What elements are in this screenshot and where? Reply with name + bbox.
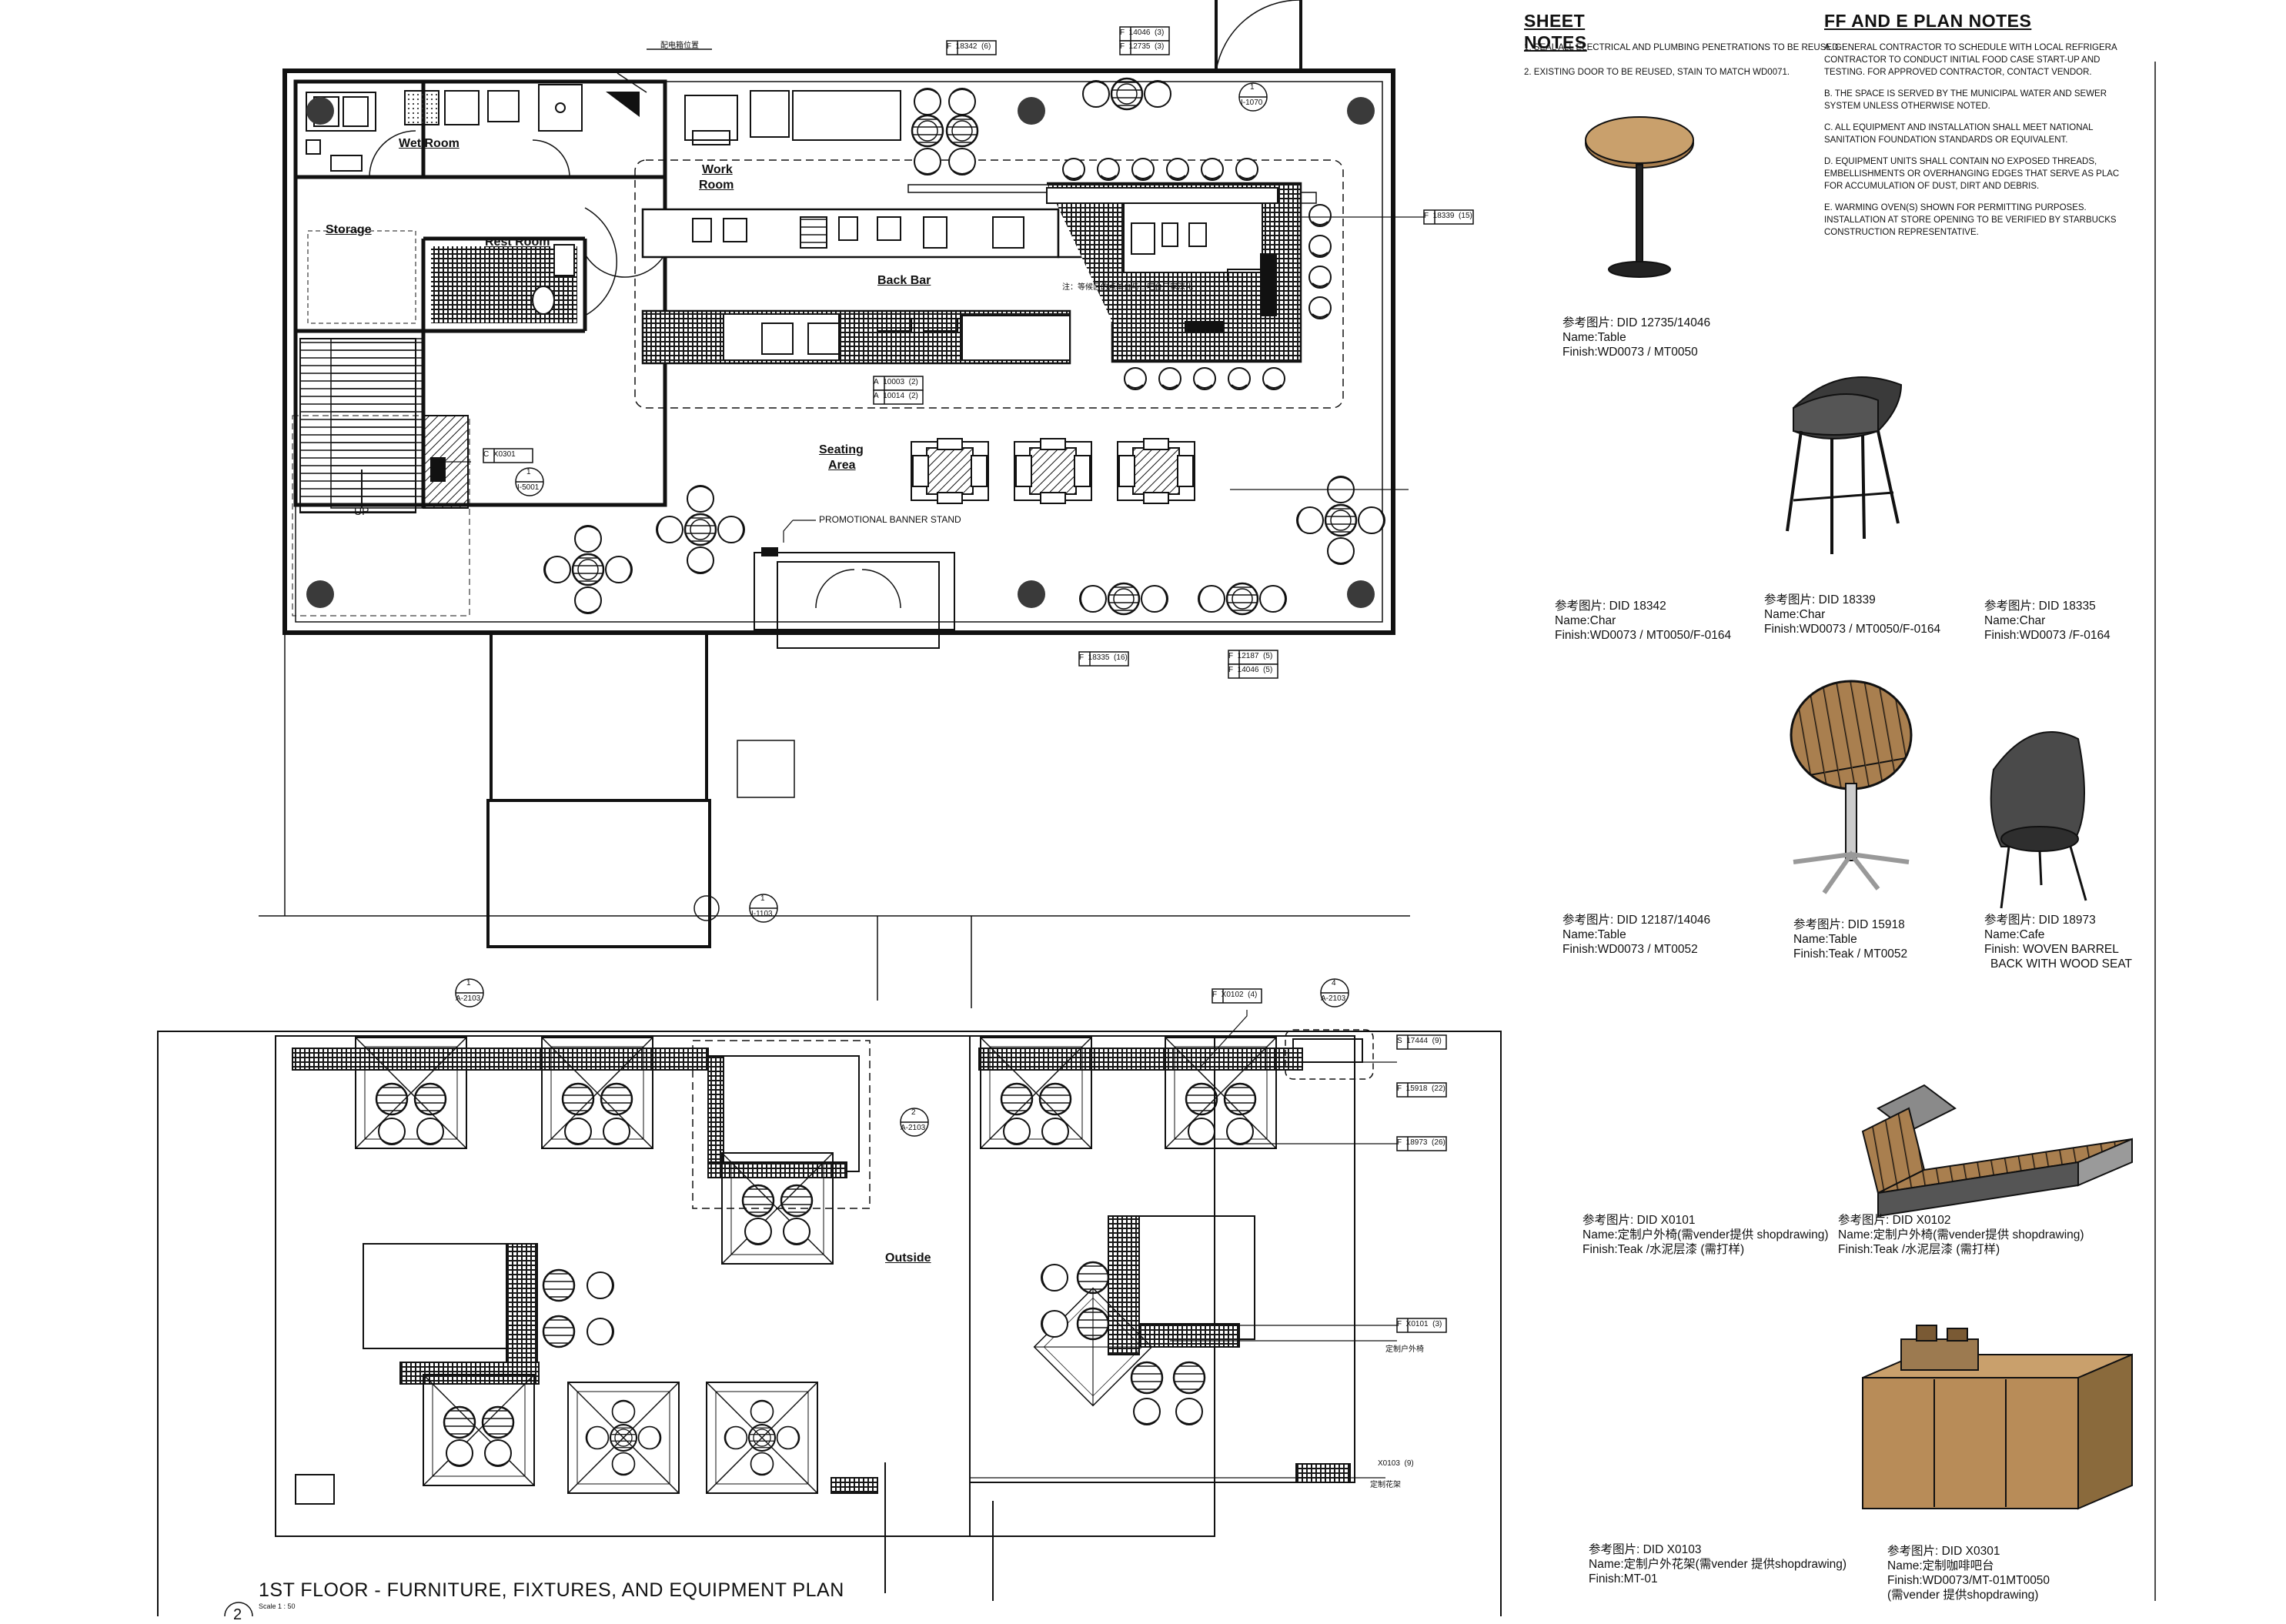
- section-markers: [224, 82, 1349, 1616]
- table-12735-image: [1585, 116, 1694, 278]
- interior-floor-plan: [282, 0, 1395, 649]
- ffe-note-line: FOR ACCUMULATION OF DUST, DIRT AND DEBRI…: [1824, 182, 2040, 191]
- ffe-notes-list: A. GENERAL CONTRACTOR TO SCHEDULE WITH L…: [1824, 42, 2119, 248]
- drawing-scale: Scale 1 : 50: [259, 1602, 296, 1610]
- marker-6-num: 4: [1332, 979, 1336, 987]
- tag-x0301: C X0301: [483, 450, 516, 459]
- ffe-note-line: E. WARMING OVEN(S) SHOWN FOR PERMITTING …: [1824, 203, 2087, 212]
- tag-10003: A 10003 (2): [874, 378, 918, 386]
- room-label-rest-room: Rest Room: [485, 236, 550, 249]
- room-label-work: Work: [702, 163, 733, 176]
- ffe-note-line: D. EQUIPMENT UNITS SHALL CONTAIN NO EXPO…: [1824, 157, 2097, 166]
- elec-panel-note: 配电箱位置: [660, 42, 699, 50]
- marker-4-ref: A-2103: [456, 994, 481, 1003]
- exterior-site: [157, 216, 1502, 1616]
- ffe-note: A. GENERAL CONTRACTOR TO SCHEDULE WITH L…: [1824, 42, 2119, 79]
- tag-14046-top: F 14046 (3): [1120, 28, 1165, 37]
- ffe-note-line: SYSTEM UNLESS OTHERWISE NOTED.: [1824, 102, 1990, 111]
- tag-x0102: F X0102 (4): [1212, 991, 1258, 999]
- marker-1-ref: I-1070: [1241, 99, 1263, 107]
- cabinet-x0301-image: [1862, 1325, 2133, 1510]
- marker-5-ref: A-2103: [901, 1124, 926, 1132]
- marker-2-num: 1: [526, 468, 531, 476]
- cafe-chair-18973-image: [1990, 731, 2087, 909]
- room-label-storage: Storage: [326, 223, 372, 236]
- ffe-note-line: C. ALL EQUIPMENT AND INSTALLATION SHALL …: [1824, 123, 2094, 132]
- tag-x0103: X0103 (9): [1378, 1459, 1414, 1468]
- room-label-outside: Outside: [885, 1251, 931, 1265]
- x0103-note: 定制花架: [1370, 1481, 1401, 1489]
- ffe-notes-heading: FF AND E PLAN NOTES: [1824, 11, 2032, 31]
- bar-chair-18342-image: [1786, 376, 1903, 554]
- ffe-note-line: A. GENERAL CONTRACTOR TO SCHEDULE WITH L…: [1824, 43, 2117, 52]
- ffe-note-line: CONSTRUCTION REPRESENTATIVE.: [1824, 228, 1979, 237]
- tag-18339: F 18339 (15): [1424, 212, 1472, 220]
- tag-10014: A 10014 (2): [874, 392, 918, 400]
- tag-18973: F 18973 (26): [1397, 1138, 1445, 1147]
- tag-18342: F 18342 (6): [947, 42, 991, 51]
- promo-banner-label: PROMOTIONAL BANNER STAND: [819, 514, 961, 525]
- sheet-note-1: 1. SEAL ALL ELECTRICAL AND PLUMBING PENE…: [1524, 43, 1841, 52]
- marker-3-ref: I-1103: [751, 910, 773, 918]
- ffe-note: B. THE SPACE IS SERVED BY THE MUNICIPAL …: [1824, 88, 2119, 112]
- room-label-back-bar: Back Bar: [877, 274, 931, 287]
- marker-6-ref: A-2103: [1321, 994, 1346, 1003]
- furniture-reference-images: [1585, 116, 2133, 1510]
- room-label-room: Room: [699, 179, 734, 192]
- marker-5-num: 2: [911, 1108, 916, 1117]
- sheet-notes-heading-2: NOTES: [1524, 32, 1587, 52]
- ffe-note: C. ALL EQUIPMENT AND INSTALLATION SHALL …: [1824, 122, 2119, 146]
- ffe-note: D. EQUIPMENT UNITS SHALL CONTAIN NO EXPO…: [1824, 155, 2119, 192]
- bench-x0101-image: [1861, 1084, 2133, 1218]
- ffe-note-line: B. THE SPACE IS SERVED BY THE MUNICIPAL …: [1824, 89, 2107, 99]
- tag-18335: F 18335 (16): [1079, 653, 1128, 662]
- ffe-note-line: CONTRACTOR TO CONDUCT INITIAL FOOD CASE …: [1824, 55, 2101, 65]
- tag-14046-bottom: F 14046 (5): [1228, 666, 1273, 674]
- x0101-note: 定制户外椅: [1385, 1345, 1424, 1354]
- room-label-area: Area: [828, 459, 856, 472]
- tag-12735: F 12735 (3): [1120, 42, 1165, 51]
- marker-1-num: 1: [1250, 83, 1255, 92]
- marker-3-num: 1: [760, 894, 765, 903]
- sheet-notes-heading: SHEET: [1524, 11, 1586, 31]
- marker-2-ref: I-5001: [517, 483, 540, 492]
- tag-12187: F 12187 (5): [1228, 652, 1273, 660]
- tag-17444: S 17444 (9): [1397, 1037, 1442, 1045]
- marker-4-num: 1: [466, 979, 471, 987]
- tag-15918: F 15918 (22): [1397, 1084, 1445, 1093]
- tag-x0101: F X0101 (3): [1397, 1320, 1442, 1328]
- sheet-note-2: 2. EXISTING DOOR TO BE REUSED, STAIN TO …: [1524, 68, 1790, 77]
- table-15918-image: [1790, 680, 1913, 894]
- back-bar-note: 注：等候区的点单台与…吧台厂家深化: [1062, 283, 1193, 292]
- room-label-seating: Seating: [819, 443, 864, 456]
- ffe-note-line: SANITATION FOUNDATION STANDARDS OR EQUIV…: [1824, 135, 2068, 145]
- stair-up-label: UP: [354, 505, 369, 517]
- drawing-title: 1ST FLOOR - FURNITURE, FIXTURES, AND EQU…: [259, 1579, 844, 1601]
- room-label-wet-room: Wet Room: [399, 137, 460, 150]
- ffe-note-line: EMBELLISHMENTS OR OVERHANGING EDGES THAT…: [1824, 169, 2120, 179]
- ffe-note-line: TESTING. FOR APPROVED CONTRACTOR, CONTAC…: [1824, 68, 2092, 77]
- ffe-note: E. WARMING OVEN(S) SHOWN FOR PERMITTING …: [1824, 202, 2119, 239]
- ffe-note-line: INSTALLATION AT STORE OPENING TO BE VERI…: [1824, 216, 2117, 225]
- drawing-number: 2: [233, 1606, 242, 1623]
